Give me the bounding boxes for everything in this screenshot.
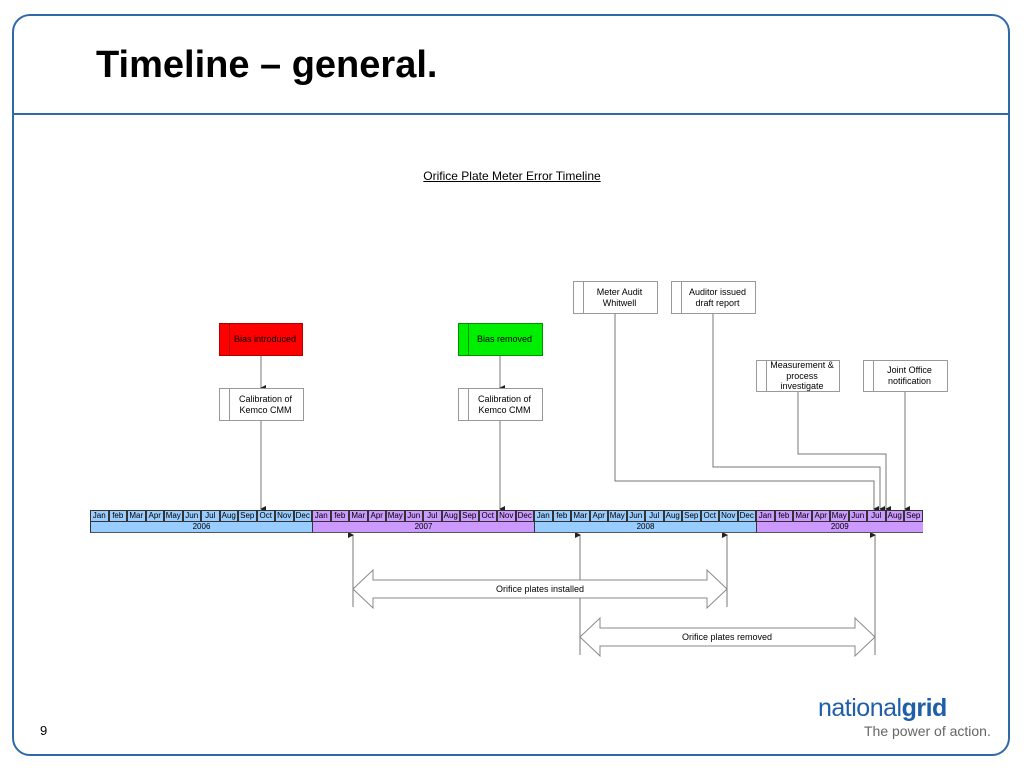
timeline-month: Mar [571,510,590,522]
event-meter-audit: Meter Audit Whitwell [573,281,658,314]
timeline-month: Apr [145,510,164,522]
timeline-month: May [386,510,405,522]
timeline-month: Jan [312,510,331,522]
chart-title: Orifice Plate Meter Error Timeline [423,169,601,183]
timeline-month: Nov [497,510,516,522]
timeline-month: Mar [349,510,368,522]
period-label-removed: Orifice plates removed [681,632,773,642]
connector-auditor-report [712,314,885,512]
timeline-month: Aug [885,510,904,522]
timeline-year: 2009 [756,522,923,533]
event-measurement-investigate-label: Measurement & process investigate [770,359,834,392]
connector-measurement [797,392,891,512]
event-calibration-2-label: Calibration of Kemco CMM [477,393,532,415]
timeline-month: Dec [293,510,312,522]
timeline-month: feb [552,510,571,522]
timeline-month: feb [774,510,793,522]
timeline-month: feb [330,510,349,522]
nationalgrid-logo: nationalgrid The power of action. [818,694,991,739]
event-bias-introduced-label: Bias introduced [233,334,297,345]
timeline-month: Jun [404,510,423,522]
timeline-month: feb [108,510,127,522]
timeline-month: Dec [515,510,534,522]
timeline-month: Sep [682,510,701,522]
timeline-month: Jul [201,510,220,522]
timeline-month: Mar [127,510,146,522]
timeline-month: Apr [367,510,386,522]
event-joint-office-label: Joint Office notification [887,365,932,386]
timeline-year: 2006 [90,522,312,533]
timeline-month: Mar [793,510,812,522]
timeline-month: Oct [478,510,497,522]
timeline-month: Aug [441,510,460,522]
period-arrow-removed [579,616,876,658]
timeline-year: 2008 [534,522,756,533]
timeline-month: Sep [904,510,923,522]
timeline-month: Oct [256,510,275,522]
timeline-month: Apr [589,510,608,522]
logo-tagline: The power of action. [864,723,991,739]
event-measurement-investigate: Measurement & process investigate [756,360,840,392]
timeline-year: 2007 [312,522,534,533]
timeline-month: Jun [848,510,867,522]
slide-frame [12,14,1010,756]
timeline-month: Jan [534,510,553,522]
connector-meter-audit [614,314,879,512]
slide-title: Timeline – general. [96,44,438,86]
event-auditor-report-label: Auditor issued draft report [688,286,747,308]
event-calibration-1: Calibration of Kemco CMM [219,388,304,421]
title-divider [12,113,1010,115]
event-joint-office: Joint Office notification [863,360,948,392]
timeline-month: Sep [238,510,257,522]
event-auditor-report: Auditor issued draft report [671,281,756,314]
timeline-month: May [608,510,627,522]
timeline-month: May [830,510,849,522]
timeline-month: Jan [90,510,109,522]
event-bias-removed-label: Bias removed [476,334,533,345]
timeline-month: Aug [219,510,238,522]
period-label-installed: Orifice plates installed [495,584,585,594]
logo-wordmark: nationalgrid [818,694,947,722]
event-bias-removed: Bias removed [458,323,543,356]
timeline-month: Jul [867,510,886,522]
timeline-month: Jul [645,510,664,522]
timeline-month: Jun [182,510,201,522]
timeline-month: Aug [663,510,682,522]
timeline-month: May [164,510,183,522]
page-number: 9 [40,723,48,738]
timeline-month: Dec [737,510,756,522]
event-calibration-1-label: Calibration of Kemco CMM [238,393,293,415]
timeline-month: Oct [700,510,719,522]
event-bias-introduced: Bias introduced [219,323,303,356]
timeline-month: Sep [460,510,479,522]
timeline-month: Jan [756,510,775,522]
timeline-month: Apr [811,510,830,522]
timeline-month: Nov [719,510,738,522]
event-meter-audit-label: Meter Audit Whitwell [596,286,643,308]
period-arrow-installed [352,568,728,610]
timeline-month: Jun [626,510,645,522]
timeline-month: Nov [275,510,294,522]
event-calibration-2: Calibration of Kemco CMM [458,388,543,421]
timeline-month: Jul [423,510,442,522]
